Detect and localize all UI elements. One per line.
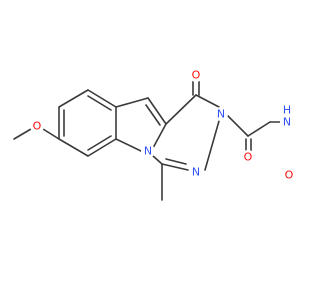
atom-label-o-ether: O (285, 169, 294, 182)
bond-amide-c (247, 121, 271, 137)
bond-triazine-4-inner (165, 158, 187, 165)
bond-layer (13, 80, 281, 201)
atom-ring-nitrogen-n5: N (141, 144, 155, 158)
bond-benzene-2 (58, 89, 89, 108)
atom-label-o-amide: O (244, 151, 253, 164)
molecule-structure: O O N N N O N H O (13, 68, 296, 201)
atom-methoxy-oxygen: O (30, 119, 44, 133)
bond-pyrrole-1 (115, 97, 149, 108)
bond-triazine-4 (161, 163, 189, 171)
atom-carbonyl-oxygen: O (189, 68, 203, 82)
atom-label-n5: N (144, 145, 152, 158)
bond-pyrrole-3 (152, 123, 167, 149)
bond-methoxy-ch3 (13, 128, 32, 140)
atom-label-o-carbonyl: O (192, 69, 201, 82)
bond-triazine-1 (165, 94, 197, 125)
atom-label-n2: N (192, 166, 200, 179)
bond-triazine-5 (152, 155, 163, 165)
bond-methoxy-o-aryl (42, 128, 60, 140)
bond-benzene-3-inner (87, 95, 112, 111)
bond-benzene-3 (87, 89, 117, 108)
bond-pyrrole-4 (115, 138, 144, 153)
bond-benzene-5 (87, 138, 117, 157)
bond-pyrrole-2 (147, 97, 167, 125)
atom-amide-oxygen: O (241, 150, 255, 164)
atom-label-h-amide: H (283, 104, 291, 117)
atom-label-n3: N (217, 108, 225, 121)
atom-ether-oxygen: O (282, 168, 296, 182)
atom-amide-nitrogen: N H (280, 104, 294, 129)
bond-chain-ch2 (225, 113, 249, 137)
bond-triazine-2 (195, 94, 220, 108)
atom-label-layer: O O N N N O N H O (30, 68, 296, 182)
bond-pyrrole-2-inner (145, 104, 161, 126)
bond-triazine-3 (204, 120, 220, 171)
atom-label-o-methoxy: O (33, 120, 42, 133)
bond-benzene-6 (58, 138, 89, 157)
atom-ring-nitrogen-n2: N (189, 165, 203, 179)
bond-benzene-5-inner (87, 135, 112, 151)
atom-label-n-amide: N (283, 116, 291, 129)
atom-ring-nitrogen-n3: N (214, 107, 228, 121)
